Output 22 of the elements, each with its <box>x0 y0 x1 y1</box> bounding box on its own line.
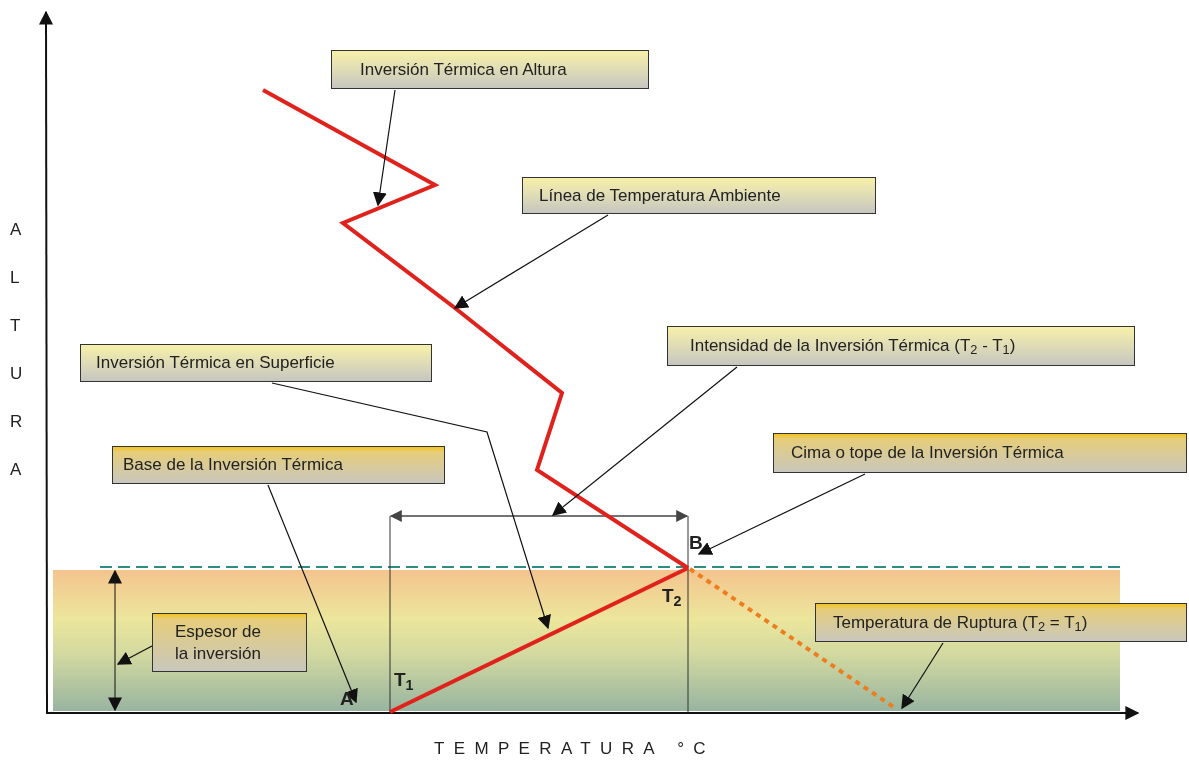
callout-box: Cima o tope de la Inversión Térmica <box>773 433 1187 473</box>
axis-label: ALTURA <box>10 219 24 481</box>
leader-line <box>267 484 358 704</box>
point-label: T$_{2}$ <box>662 584 682 611</box>
leader-line <box>551 366 738 516</box>
callout-box: Base de la Inversión Térmica <box>112 446 445 484</box>
callout-box: Inversión Térmica en Altura <box>331 50 649 89</box>
leader-line <box>372 89 396 207</box>
callout-box: Inversión Térmica en Superficie <box>80 344 432 382</box>
callout-box: Línea de Temperatura Ambiente <box>522 177 876 214</box>
leader-line <box>697 473 866 555</box>
leader-line <box>453 214 609 309</box>
leader-line <box>901 642 944 710</box>
leader-line <box>271 382 551 630</box>
callout-box: Espesor de la inversión <box>152 613 307 672</box>
axis-label: TEMPERATURA °C <box>434 738 715 760</box>
point-label: A <box>340 688 354 710</box>
callout-box: Intensidad de la Inversión Térmica (T$_{2}$ - T$_{1}$) <box>667 326 1135 366</box>
callout-box: Temperatura de Ruptura (T$_{2}$ = T$_{1}$) <box>815 603 1187 642</box>
leader-line <box>116 645 153 665</box>
point-label: T$_{1}$ <box>394 668 414 695</box>
point-label: B <box>689 532 703 554</box>
